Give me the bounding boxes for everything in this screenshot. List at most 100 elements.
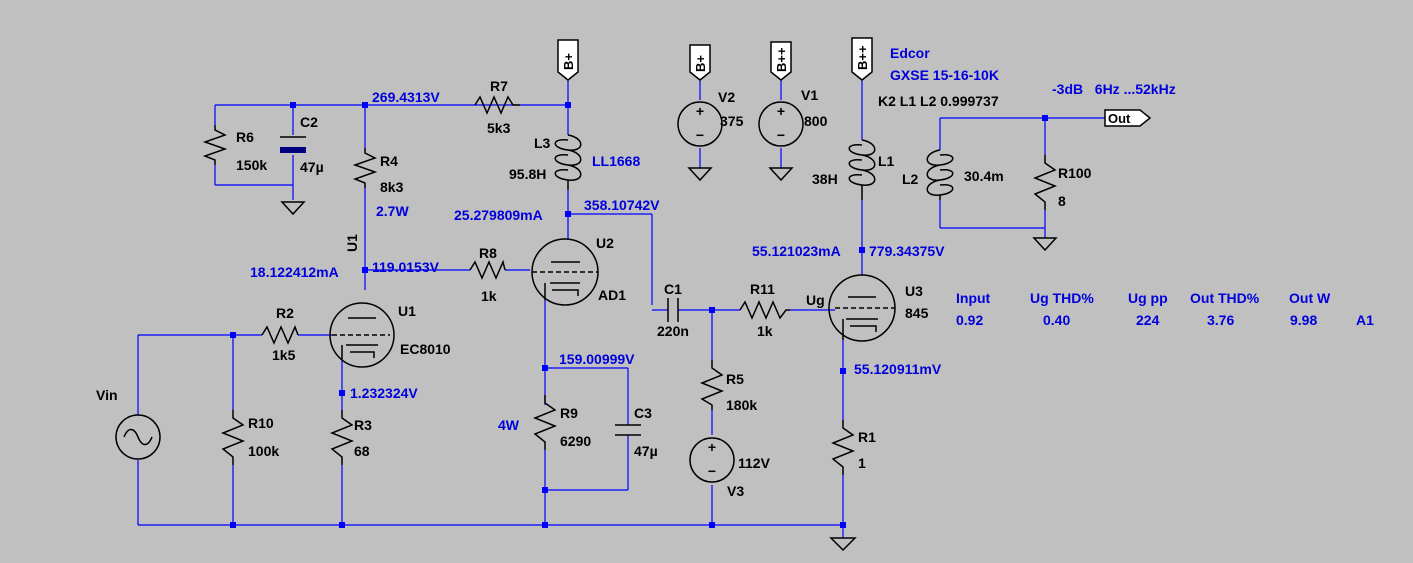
r100-value: 8 (1058, 193, 1066, 209)
c1-name: C1 (664, 281, 682, 297)
c2-value: 47µ (300, 159, 324, 175)
node-voltage-6: 779.34375V (869, 243, 945, 259)
resistor-r7-symbol (474, 95, 520, 115)
c3-value: 47µ (634, 443, 658, 459)
tube-u2-symbol (531, 238, 599, 306)
node-current-1: 25.279809mA (454, 207, 543, 223)
v1-value: 800 (804, 113, 828, 129)
l1-value: 38H (812, 171, 838, 187)
resistor-r6-symbol (202, 125, 228, 165)
v2-value: 375 (720, 113, 744, 129)
u3-value: 845 (905, 305, 929, 321)
resistor-r1-symbol (830, 420, 856, 475)
svg-text:−: − (696, 127, 704, 143)
transformer-model: GXSE 15-16-10K (890, 67, 999, 83)
meas-header-out-w: Out W (1289, 290, 1331, 306)
flag-bplus-u2 (557, 39, 579, 81)
u2-value: AD1 (598, 287, 626, 303)
node-current-3: 55.121023mA (752, 243, 841, 259)
r1-value: 1 (858, 455, 866, 471)
measurement-table: Input Ug THD% Ug pp Out THD% Out W 0.92 … (956, 290, 1374, 328)
l3-part: LL1668 (592, 153, 640, 169)
r5-value: 180k (726, 397, 757, 413)
resistor-r10-symbol (220, 410, 246, 465)
flag-out (1104, 109, 1152, 127)
r9-power: 4W (498, 417, 520, 433)
c2-name: C2 (300, 114, 318, 130)
resistor-r4-symbol (352, 148, 378, 188)
inductor-symbols (554, 134, 954, 200)
tube-u1-symbol (329, 302, 395, 368)
resistor-r100-symbol (1032, 155, 1058, 210)
source-v2-symbol: + − (677, 101, 723, 147)
bandwidth-note: -3dB 6Hz ...52kHz (1052, 81, 1176, 97)
l2-name: L2 (902, 171, 919, 187)
flag-bplusplus-l1 (851, 37, 873, 81)
source-v1-symbol: + − (758, 101, 804, 147)
u2-name: U2 (596, 235, 614, 251)
coupling-directive: K2 L1 L2 0.999737 (878, 93, 999, 109)
r6-name: R6 (236, 129, 254, 145)
r8-value: 1k (481, 288, 497, 304)
v2-name: V2 (718, 89, 735, 105)
resistor-r5-symbol (699, 360, 725, 410)
c3-name: C3 (634, 405, 652, 421)
r2-value: 1k5 (272, 347, 296, 363)
u3-name: U3 (905, 283, 923, 299)
meas-value-ug-thd: 0.40 (1043, 312, 1070, 328)
flag-bplusplus-v1 (770, 41, 792, 81)
r3-value: 68 (354, 443, 370, 459)
u1-rotated-label: U1 (344, 234, 360, 252)
node-voltage-1: 269.4313V (372, 89, 440, 105)
r10-value: 100k (248, 443, 279, 459)
u1-name: U1 (398, 303, 416, 319)
flag-bplus-v2 (689, 44, 711, 81)
meas-value-ug-pp: 224 (1136, 312, 1160, 328)
r10-name: R10 (248, 415, 274, 431)
u1-value: EC8010 (400, 341, 451, 357)
meas-value-out-thd: 3.76 (1207, 312, 1234, 328)
r100-name: R100 (1058, 165, 1092, 181)
r11-value: 1k (757, 323, 773, 339)
net-flags (557, 37, 1152, 127)
net-ug-label: Ug (806, 292, 825, 308)
l3-name: L3 (534, 135, 551, 151)
tube-u3-symbol (828, 274, 896, 342)
meas-header-out-thd: Out THD% (1190, 290, 1260, 306)
l2-value: 30.4m (964, 168, 1004, 184)
junction-dots (230, 102, 1048, 528)
inductor-l2-symbol (926, 149, 954, 200)
r3-name: R3 (354, 417, 372, 433)
node-voltage-3: 119.0153V (372, 259, 440, 275)
svg-text:−: − (777, 127, 785, 143)
meas-value-input: 0.92 (956, 312, 983, 328)
transformer-brand: Edcor (890, 45, 930, 61)
v3-value: 112V (738, 455, 771, 471)
r9-value: 6290 (560, 433, 591, 449)
svg-text:−: − (708, 463, 716, 479)
flag-bplus-v2-label: B+ (693, 55, 708, 72)
resistor-r8-symbol (469, 259, 506, 280)
meas-header-input: Input (956, 290, 991, 306)
svg-text:+: + (696, 103, 704, 119)
inductor-l3-symbol (554, 134, 582, 190)
meas-value-out-w: 9.98 (1290, 312, 1317, 328)
flag-out-label: Out (1108, 111, 1131, 126)
r5-name: R5 (726, 371, 744, 387)
wires (137, 80, 1105, 538)
vin-name: Vin (96, 387, 118, 403)
node-voltage-2: 358.10742V (584, 197, 660, 213)
r4-value: 8k3 (380, 179, 404, 195)
source-v3-symbol: + − (689, 437, 735, 483)
meas-value-label: A1 (1356, 312, 1374, 328)
ground-symbols (280, 167, 1058, 552)
meas-header-ug-pp: Ug pp (1128, 290, 1168, 306)
r11-name: R11 (750, 281, 775, 297)
r1-name: R1 (858, 429, 876, 445)
r7-name: R7 (490, 78, 508, 94)
resistor-r2-symbol (261, 325, 299, 345)
c1-value: 220n (657, 323, 689, 339)
flag-bplus-u2-label: B+ (561, 53, 576, 70)
